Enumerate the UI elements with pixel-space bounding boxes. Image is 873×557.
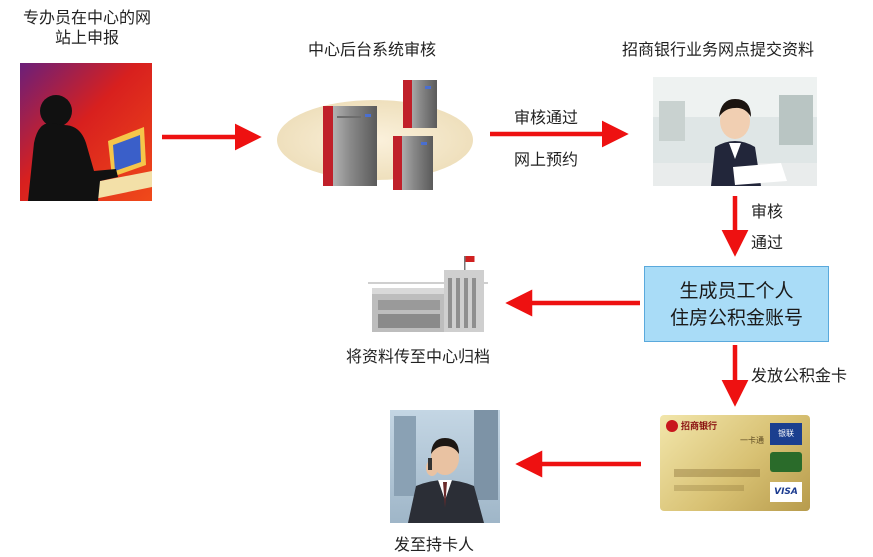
visa-logo: VISA — [770, 482, 802, 502]
server-system-image — [275, 78, 475, 193]
hologram-icon — [770, 452, 802, 472]
archive-building-icon — [368, 254, 488, 334]
step1-label: 专办员在中心的网 站上申报 — [22, 8, 151, 47]
card-brand: 一卡通 — [740, 436, 764, 445]
card-holder-strip — [674, 485, 744, 491]
issue-card-label: 发放公积金卡 — [751, 366, 848, 385]
approval-label: 审核通过 — [514, 108, 579, 127]
bank-teller-image — [653, 77, 817, 186]
card-bank-name: 招商银行 — [681, 422, 718, 432]
unionpay-logo: 银联 — [770, 423, 802, 445]
bank-logo-icon — [666, 420, 678, 432]
applicant-computer-image — [20, 63, 152, 201]
step2-label: 中心后台系统审核 — [308, 40, 437, 59]
card-holder-photo — [390, 410, 500, 523]
card-number-strip — [674, 469, 760, 477]
archive-label: 将资料传至中心归档 — [346, 347, 491, 366]
generate-account-box: 生成员工个人 住房公积金账号 — [644, 266, 829, 342]
bank-card-image: 招商银行 一卡通 银联 VISA — [660, 415, 810, 511]
online-booking-label: 网上预约 — [514, 150, 579, 169]
approval-label-2: 审核 通过 — [751, 202, 784, 252]
final-label: 发至持卡人 — [394, 535, 475, 554]
step3-label: 招商银行业务网点提交资料 — [622, 40, 815, 59]
